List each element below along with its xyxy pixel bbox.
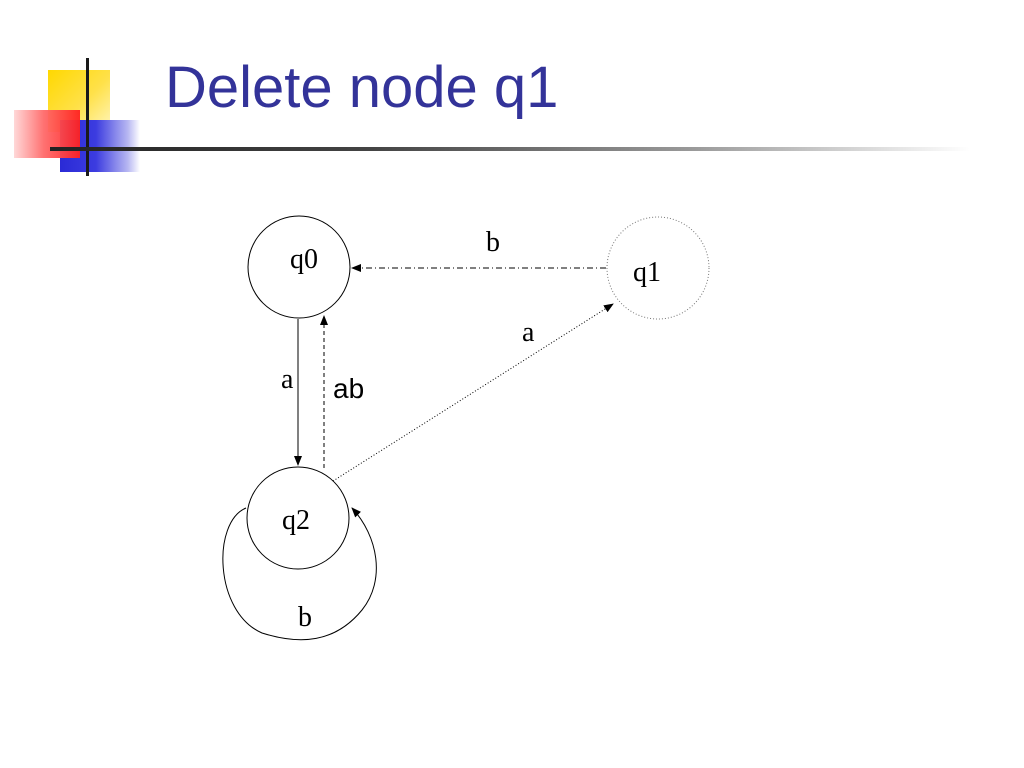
node-q1: q1	[606, 216, 710, 320]
edge-q2-to-q1-label: a	[522, 317, 535, 348]
edge-q2-to-q1: a	[332, 303, 614, 482]
logo-vertical-line	[86, 58, 89, 176]
edge-q2-to-q0-label: ab	[333, 373, 364, 404]
edge-q2-self-loop-path	[222, 507, 377, 641]
node-q1-circle	[606, 216, 710, 320]
title-underline	[50, 147, 970, 151]
edge-q2-to-q1-line	[332, 303, 614, 482]
node-q0: q0	[247, 215, 351, 319]
edge-q0-to-q2: a	[281, 319, 302, 466]
node-q1-label: q1	[633, 257, 661, 288]
edge-q0-to-q2-label: a	[281, 364, 294, 395]
edge-q1-to-q0: b	[351, 227, 606, 272]
edge-q1-to-q0-label: b	[486, 227, 500, 258]
edge-q2-self-loop: b	[222, 507, 377, 641]
edge-q2-self-loop-label: b	[298, 602, 312, 633]
node-q0-circle	[247, 215, 351, 319]
edge-q2-to-q0: ab	[320, 315, 364, 468]
slide-title: Delete node q1	[165, 55, 559, 120]
node-q2-circle	[246, 466, 350, 570]
node-q2-label: q2	[282, 505, 310, 536]
node-q2: q2	[246, 466, 350, 570]
node-q0-label: q0	[290, 244, 318, 275]
